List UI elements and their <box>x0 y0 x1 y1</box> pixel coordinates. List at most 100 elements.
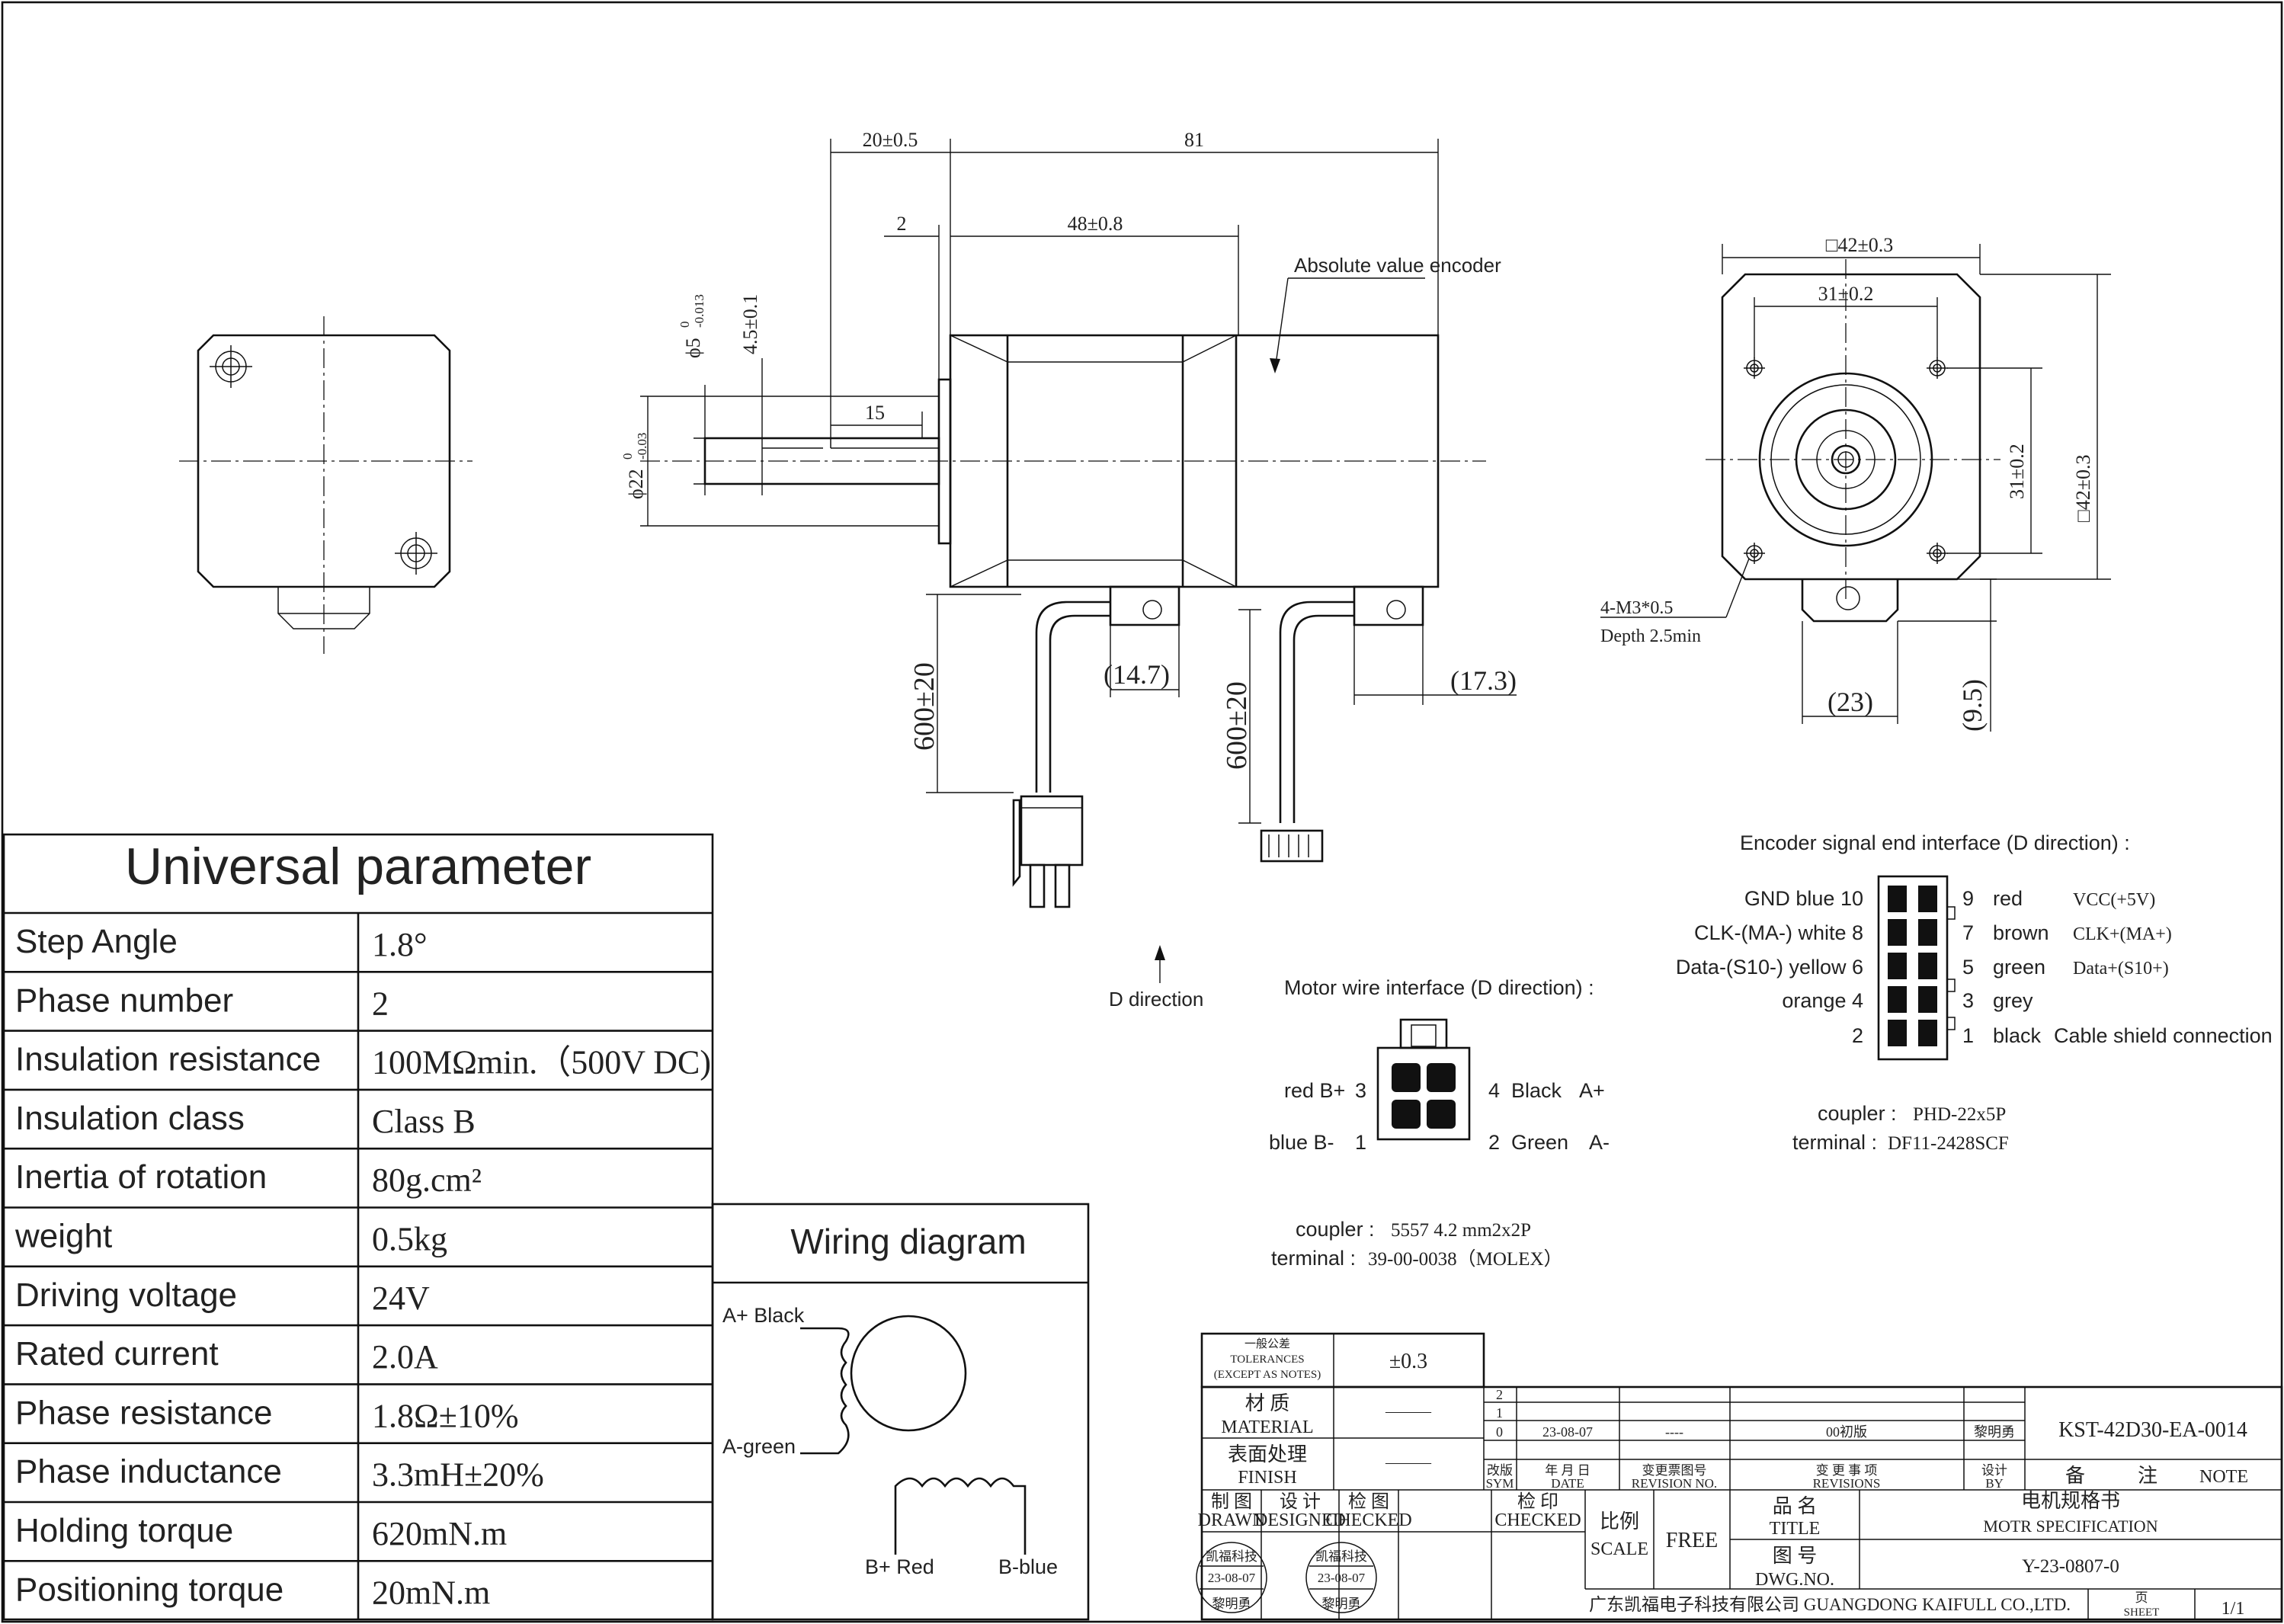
encoder-right-color: brown <box>1993 921 2049 944</box>
front-view <box>1600 244 2111 732</box>
tb-checked-en: CHECKED <box>1325 1510 1411 1530</box>
tb-tol-cn: 一般公差 <box>1245 1337 1290 1350</box>
parameter-name: Inertia of rotation <box>15 1158 267 1196</box>
tb-sheet-val: 1/1 <box>2222 1599 2245 1619</box>
motor-terminal: 39-00-0038（MOLEX） <box>1368 1248 1563 1270</box>
tb-sheet-en: SHEET <box>2124 1606 2160 1619</box>
parameter-table <box>2 833 714 1621</box>
wiring-box <box>711 1203 1090 1621</box>
encoder-right-color: grey <box>1993 989 2033 1012</box>
dim-conn-95: (9.5) <box>1957 679 1988 732</box>
parameter-name: Holding torque <box>15 1512 233 1549</box>
encoder-right-signal: Cable shield connection <box>2054 1024 2273 1047</box>
dim-flat-length: 15 <box>865 402 885 424</box>
tb-checked2-en: CHECKED <box>1494 1510 1581 1530</box>
tb-tol-val: ±0.3 <box>1389 1350 1427 1373</box>
parameter-name: Driving voltage <box>15 1276 237 1314</box>
tb-rev-by: 黎明勇 <box>1974 1424 2015 1440</box>
parameter-name: Insulation class <box>15 1100 245 1137</box>
dim-hole-spacing: 31±0.2 <box>1818 283 1874 305</box>
tb-date-cn: 年 月 日 <box>1545 1463 1590 1478</box>
parameter-value: 24V <box>372 1280 430 1317</box>
tb-code: KST-42D30-EA-0014 <box>2058 1418 2247 1442</box>
encoder-left-label: Data-(S10-) yellow 6 <box>1676 956 1863 979</box>
tb-scale-en: SCALE <box>1590 1539 1648 1559</box>
tb-date: 23-08-07 <box>1542 1424 1593 1440</box>
encoder-label: Absolute value encoder <box>1294 254 1501 277</box>
dim-flat: 4.5±0.1 <box>739 294 761 354</box>
parameter-value: 80g.cm² <box>372 1161 482 1199</box>
tb-sheet-cn: 页 <box>2135 1590 2148 1605</box>
encoder-right-color: black <box>1993 1024 2042 1047</box>
title-block <box>1196 1332 2283 1621</box>
encoder-right-pin: 3 <box>1962 989 1974 1012</box>
tb-stamp2-company: 凯福科技 <box>1315 1549 1367 1564</box>
dim-shaft-offset: 20±0.5 <box>863 129 918 151</box>
parameter-title: Universal parameter <box>125 838 591 895</box>
encoder-coupler: PHD-22x5P <box>1913 1104 2006 1125</box>
parameter-name: Positioning torque <box>15 1571 283 1608</box>
tb-finish-en: FINISH <box>1238 1468 1296 1488</box>
dim-conn-23: (23) <box>1828 687 1873 717</box>
encoder-coupler-label: coupler : <box>1818 1102 1897 1125</box>
tb-revs-en: REVISIONS <box>1813 1476 1881 1491</box>
tb-rev-desc: 00初版 <box>1826 1424 1867 1440</box>
tb-date-en: DATE <box>1551 1476 1584 1491</box>
tb-finish-cn: 表面处理 <box>1228 1443 1307 1465</box>
encoder-terminal: DF11-2428SCF <box>1888 1133 2009 1154</box>
side-view <box>640 277 1486 983</box>
tb-stamp1-company: 凯福科技 <box>1206 1549 1257 1564</box>
tb-checked2-cn: 检 印 <box>1517 1491 1558 1512</box>
back-view <box>179 316 472 654</box>
parameter-name: Phase number <box>15 982 233 1019</box>
encoder-right-pin: 1 <box>1962 1024 1974 1047</box>
motor-pin4: 4 <box>1488 1079 1500 1102</box>
parameter-value: 100MΩmin.（500V DC) <box>372 1044 711 1081</box>
dim-body-length: 48±0.8 <box>1068 213 1123 235</box>
tb-designed-cn: 设 计 <box>1280 1491 1321 1512</box>
wiring-a-minus: A-green <box>722 1435 796 1458</box>
tb-dwg-val: Y-23-0807-0 <box>2022 1556 2119 1577</box>
tb-designed-en: DESIGNED <box>1254 1510 1346 1530</box>
wiring-b-plus: B+ Red <box>865 1555 934 1578</box>
tb-material-en: MATERIAL <box>1221 1417 1313 1437</box>
parameter-name: Step Angle <box>15 923 178 960</box>
tb-drawn-en: DRAWN <box>1198 1510 1266 1530</box>
tb-by-en: BY <box>1985 1476 2004 1491</box>
dim-shaft-tol-upper: 0 <box>678 322 692 328</box>
parameter-value: 620mN.m <box>372 1515 507 1552</box>
tb-finish-val: ——— <box>1385 1454 1432 1471</box>
side-dimensions <box>640 139 1517 824</box>
parameter-name: weight <box>14 1218 112 1255</box>
tb-title-val-cn: 电机规格书 <box>2021 1490 2120 1512</box>
tb-revs-cn: 变 更 事 项 <box>1816 1463 1878 1478</box>
motor-a-minus: A- <box>1589 1131 1610 1154</box>
dim-boss-dia: ϕ22 <box>625 469 647 499</box>
d-direction-label: D direction <box>1109 988 1203 1011</box>
tb-company: 广东凯福电子科技有限公司 GUANGDONG KAIFULL CO.,LTD. <box>1589 1595 2071 1614</box>
parameter-value: 20mN.m <box>372 1574 490 1611</box>
tb-by-cn: 设计 <box>1981 1463 2007 1478</box>
motor-red: red B+ <box>1284 1079 1345 1102</box>
motor-coupler: 5557 4.2 mm2x2P <box>1391 1220 1531 1241</box>
motor-coupler-label: coupler : <box>1296 1218 1375 1241</box>
motor-black: Black <box>1511 1079 1562 1102</box>
tb-revno-en: REVISION NO. <box>1632 1476 1717 1491</box>
tb-drawn-cn: 制 图 <box>1211 1491 1252 1512</box>
parameter-value: 1.8° <box>372 926 428 963</box>
wiring-title: Wiring diagram <box>790 1222 1026 1261</box>
dim-boss-tol-lower: -0.03 <box>635 433 649 460</box>
dim-length: 81 <box>1184 129 1204 151</box>
tb-dash: ---- <box>1665 1424 1683 1440</box>
tb-stamp2-name: 黎明勇 <box>1322 1597 1361 1611</box>
encoder-right-pin: 5 <box>1962 956 1974 979</box>
motor-interface-title: Motor wire interface (D direction) : <box>1284 976 1594 999</box>
encoder-left-label: 2 <box>1852 1024 1863 1047</box>
encoder-left-label: orange 4 <box>1782 989 1863 1012</box>
encoder-left-label: GND blue 10 <box>1744 887 1863 910</box>
tb-revno-cn: 变更票图号 <box>1642 1463 1707 1478</box>
parameter-name: Insulation resistance <box>15 1041 321 1078</box>
parameter-value: Class B <box>372 1103 476 1140</box>
